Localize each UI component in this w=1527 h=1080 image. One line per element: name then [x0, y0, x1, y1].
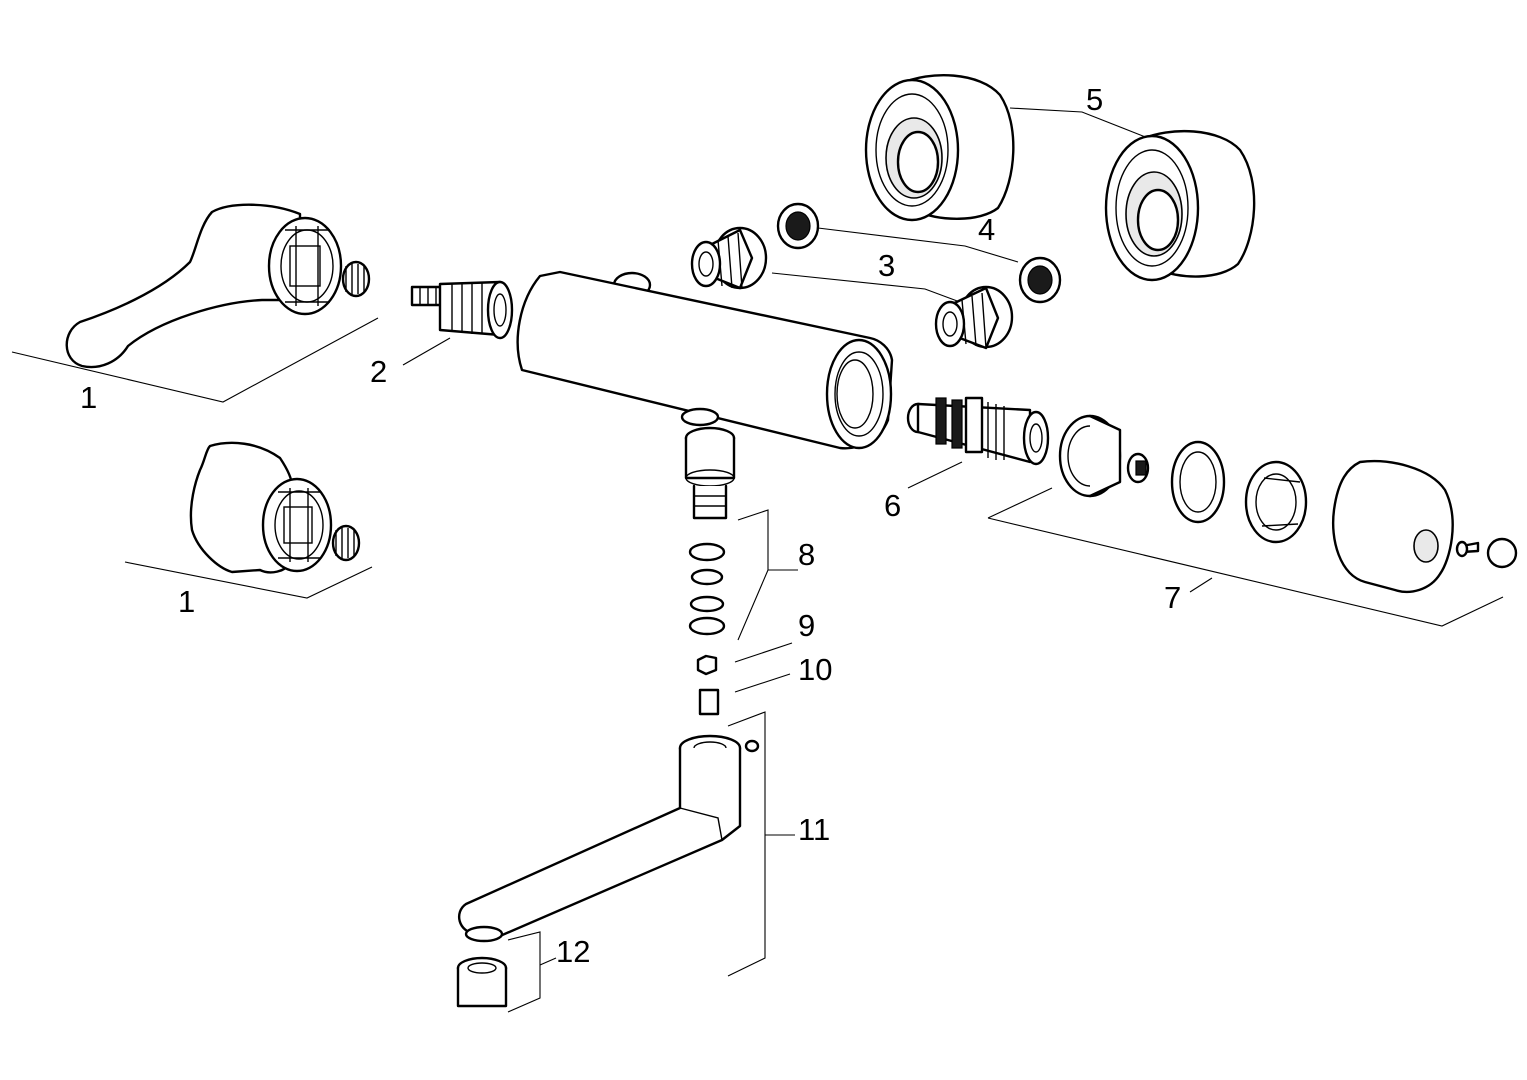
rosette-right [1104, 130, 1256, 282]
group-bracket-8 [737, 509, 769, 641]
sleeve [698, 673, 791, 716]
seal-left [776, 202, 1019, 263]
group-bracket-1b [124, 561, 373, 599]
check-valve-right [934, 285, 1014, 350]
block-handle [124, 441, 373, 599]
thermostat-handle-set [987, 414, 1518, 627]
leader-6 [907, 461, 963, 489]
thermostatic-cartridge [906, 396, 1050, 489]
leader-9 [734, 642, 793, 663]
swivel-spout [457, 711, 795, 977]
group-bracket-7 [987, 517, 1504, 627]
nut [696, 642, 793, 676]
leader-7 [1189, 577, 1213, 593]
callout-2: 2 [370, 354, 387, 389]
rosette-left [864, 74, 1149, 222]
leader-12 [539, 957, 557, 966]
callout-1-block: 1 [178, 584, 195, 619]
mixer-body [516, 270, 894, 450]
outlet-connector [684, 426, 798, 641]
callout-3: 3 [878, 248, 895, 283]
callout-8: 8 [798, 537, 815, 572]
check-valve-left [690, 226, 969, 306]
leader-10 [734, 673, 791, 693]
aerator [456, 931, 557, 1013]
callout-1-lever: 1 [80, 380, 97, 415]
leader-4 [817, 227, 1019, 263]
group-bracket-12 [507, 931, 541, 1013]
outlet-rings [688, 542, 726, 636]
callout-11: 11 [798, 812, 830, 847]
cartridge [402, 280, 514, 366]
callout-9: 9 [798, 608, 815, 643]
callout-5: 5 [1086, 82, 1103, 117]
callout-6: 6 [884, 488, 901, 523]
group-bracket-7-left [987, 487, 1053, 519]
callout-4: 4 [978, 212, 995, 247]
group-bracket-1a [11, 317, 379, 403]
leader-3 [771, 272, 969, 306]
callout-12: 12 [556, 934, 590, 969]
callout-10: 10 [798, 652, 832, 687]
seal-right [1018, 256, 1062, 304]
leader-5 [1009, 107, 1149, 139]
leader-2 [402, 337, 451, 366]
callout-labels: 1 1 2 3 4 5 6 7 8 9 10 11 12 [80, 82, 1181, 969]
callout-7: 7 [1164, 580, 1181, 615]
lever-handle [11, 203, 379, 403]
